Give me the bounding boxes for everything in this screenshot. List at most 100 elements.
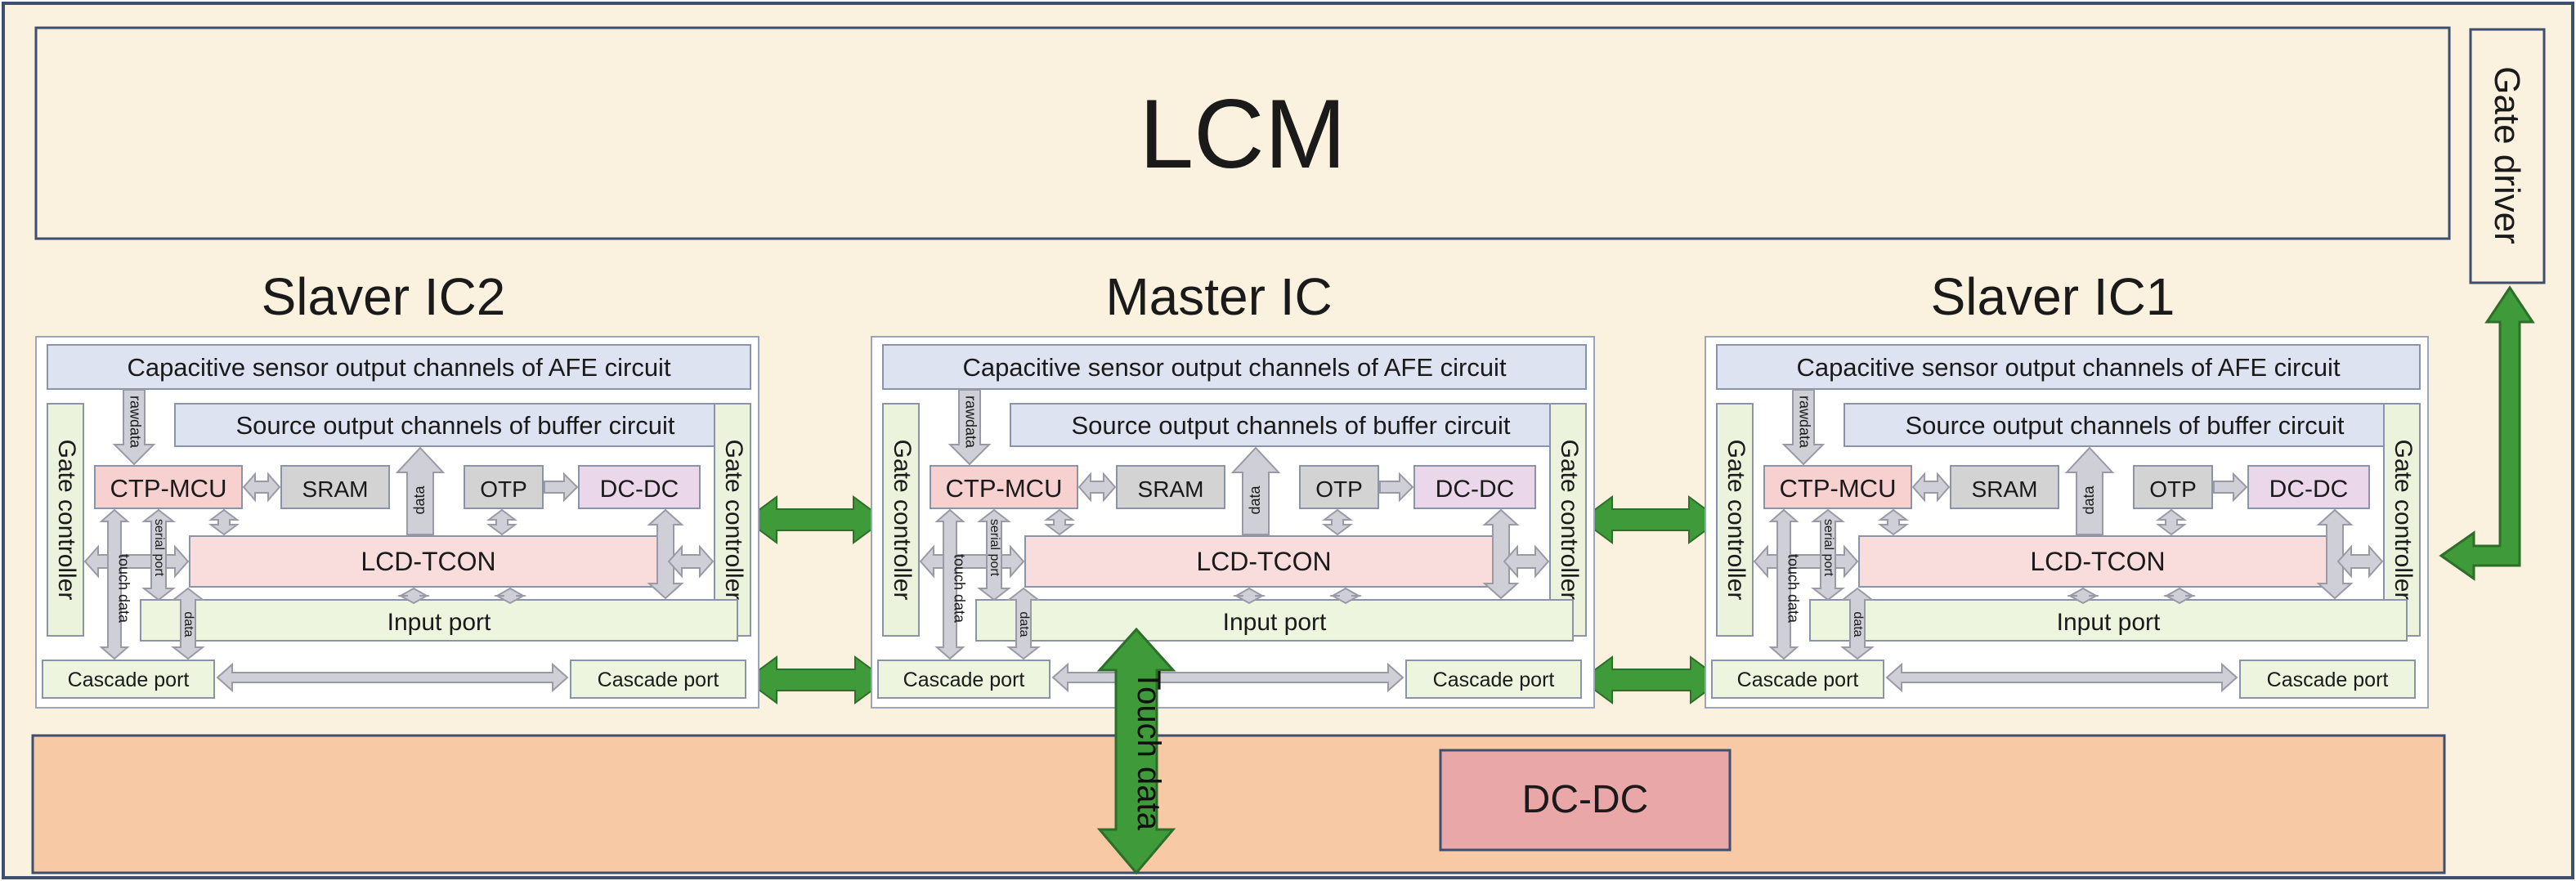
serial-port-label: serial port bbox=[152, 519, 166, 577]
input-port-label: Input port bbox=[1223, 609, 1327, 636]
sram-label: SRAM bbox=[1138, 476, 1204, 502]
lcm-box bbox=[34, 26, 2451, 240]
lcd-tcon-label: LCD-TCON bbox=[2030, 547, 2165, 576]
otp-tcon-arrow bbox=[486, 508, 517, 536]
ctp-sram-arrow bbox=[1077, 472, 1117, 503]
cascade-port-left-label: Cascade port bbox=[903, 669, 1025, 691]
data-small-label: data bbox=[181, 611, 195, 637]
touch-data-small-label: touch data bbox=[115, 554, 132, 624]
bottom-dcdc-label: DC-DC bbox=[1522, 778, 1649, 821]
touch-data-small-label: touch data bbox=[951, 554, 967, 624]
lcd-tcon-box bbox=[1024, 535, 1503, 588]
dcdc-box bbox=[578, 465, 701, 509]
ctp-mcu-label: CTP-MCU bbox=[1780, 474, 1897, 503]
tcon-gate-left-arrow bbox=[919, 544, 1025, 579]
tcon-input-arrow-2 bbox=[2067, 587, 2099, 605]
input-port-label: Input port bbox=[388, 609, 491, 636]
rawdata-label: rawdata bbox=[962, 396, 979, 449]
lcm-label: LCM bbox=[1139, 79, 1346, 189]
tcon-input-arrow-2 bbox=[1233, 587, 1266, 605]
gate-controller-left bbox=[47, 403, 84, 637]
input-port-box bbox=[140, 599, 738, 642]
otp-tcon-arrow bbox=[1322, 508, 1353, 536]
sram-box bbox=[1950, 465, 2059, 509]
tcon-input-arrow bbox=[494, 587, 526, 605]
bottom-band bbox=[31, 734, 2446, 874]
lcd-tcon-label: LCD-TCON bbox=[361, 547, 495, 576]
serial-port-arrow bbox=[1811, 508, 1845, 601]
cascade-port-right-label: Cascade port bbox=[2267, 669, 2389, 691]
afe-label: Capacitive sensor output channels of AFE… bbox=[1796, 353, 2341, 382]
dcdc-box bbox=[1413, 465, 1536, 509]
ctp-tcon-arrow bbox=[208, 508, 240, 536]
dcdc-label: DC-DC bbox=[600, 476, 679, 503]
dcdc-tcon-arrow bbox=[647, 508, 684, 600]
lcd-tcon-label: LCD-TCON bbox=[1196, 547, 1331, 576]
rawdata-label: rawdata bbox=[1796, 396, 1812, 449]
input-port-box bbox=[1809, 599, 2408, 642]
cascade-link-arrow bbox=[216, 662, 569, 693]
ctp-mcu-box bbox=[930, 465, 1078, 509]
lcd-tcon-box bbox=[189, 535, 668, 588]
rawdata-arrow bbox=[948, 389, 992, 466]
input-port-label: Input port bbox=[2057, 609, 2161, 636]
sram-box bbox=[1116, 465, 1225, 509]
data-up-arrow bbox=[395, 446, 446, 535]
touch-data-arrow-small bbox=[1768, 508, 1799, 660]
rawdata-arrow bbox=[112, 389, 156, 466]
cascade-port-left-label: Cascade port bbox=[1737, 669, 1859, 691]
input-port-box bbox=[975, 599, 1574, 642]
gate-controller-left bbox=[1716, 403, 1754, 637]
touch-data-label: Touch data bbox=[1131, 670, 1167, 830]
ic-title: Slaver IC2 bbox=[262, 267, 506, 326]
source-bar bbox=[174, 403, 737, 447]
gate-controller-left-label: Gate controller bbox=[53, 440, 80, 601]
otp-box bbox=[464, 465, 544, 509]
data-small-arrow bbox=[1840, 587, 1875, 660]
source-label: Source output channels of buffer circuit bbox=[1905, 411, 2344, 440]
gate-driver-box bbox=[2469, 28, 2546, 284]
source-bar bbox=[1844, 403, 2406, 447]
gate-controller-left bbox=[882, 403, 920, 637]
sram-label: SRAM bbox=[1972, 476, 2038, 502]
cascade-port-left bbox=[42, 660, 215, 699]
serial-port-label: serial port bbox=[1821, 519, 1835, 577]
ctp-mcu-box bbox=[1763, 465, 1912, 509]
gate-controller-right bbox=[2383, 403, 2421, 637]
ctp-mcu-label: CTP-MCU bbox=[946, 474, 1063, 503]
tcon-gate-left-arrow bbox=[83, 544, 190, 579]
cascade-port-left bbox=[1711, 660, 1884, 699]
source-label: Source output channels of buffer circuit bbox=[235, 411, 674, 440]
gate-controller-right bbox=[1549, 403, 1587, 637]
cascade-port-left bbox=[877, 660, 1051, 699]
tcon-gate-right-arrow bbox=[667, 544, 715, 579]
cascade-port-left-label: Cascade port bbox=[68, 669, 190, 691]
ctp-sram-arrow bbox=[1911, 472, 1951, 503]
data-up-label: data bbox=[411, 485, 428, 515]
cascade-port-right-label: Cascade port bbox=[598, 669, 719, 691]
rawdata-arrow bbox=[1781, 389, 1826, 466]
afe-bar bbox=[47, 344, 751, 390]
gate-controller-left-label: Gate controller bbox=[889, 440, 916, 601]
ctp-mcu-label: CTP-MCU bbox=[110, 474, 227, 503]
otp-dcdc-arrow bbox=[544, 472, 579, 503]
gate-controller-right-label: Gate controller bbox=[2390, 440, 2417, 601]
dcdc-tcon-arrow bbox=[2316, 508, 2354, 600]
data-up-label: data bbox=[1247, 485, 1263, 515]
touch-data-arrow-small bbox=[934, 508, 965, 660]
ctp-sram-arrow bbox=[242, 472, 281, 503]
data-small-arrow bbox=[1006, 587, 1041, 660]
gate-controller-right-label: Gate controller bbox=[1556, 440, 1583, 601]
afe-bar bbox=[1716, 344, 2421, 390]
cascade-port-right bbox=[570, 660, 746, 699]
otp-tcon-arrow bbox=[2156, 508, 2187, 536]
data-up-arrow bbox=[2064, 446, 2115, 535]
data-up-label: data bbox=[2081, 485, 2097, 515]
dcdc-box bbox=[2247, 465, 2370, 509]
cascade-link-arrow bbox=[1051, 662, 1404, 693]
